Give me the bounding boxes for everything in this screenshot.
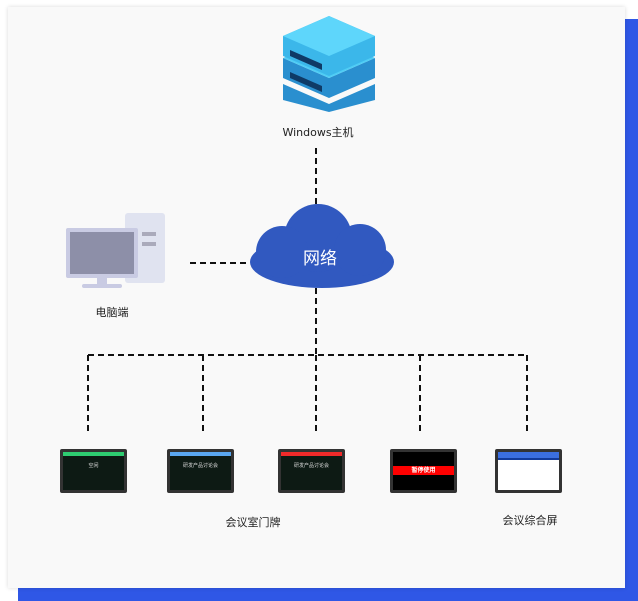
doorplate-device-3: 研发产品讨论会 <box>278 449 345 493</box>
dashboard-label: 会议综合屏 <box>502 514 558 527</box>
doorplate-device-4: 暂停使用 <box>390 449 457 493</box>
cloud-icon <box>250 204 394 288</box>
device-title: 暂停使用 <box>393 466 454 475</box>
pc-label: 电脑端 <box>95 306 129 319</box>
doorplates-label: 会议室门牌 <box>225 516 281 529</box>
desktop-computer-icon <box>66 213 165 288</box>
device-title: 研发产品讨论会 <box>182 463 218 469</box>
dashboard-device <box>495 449 562 493</box>
device-title: 空闲 <box>88 463 99 469</box>
device-title: 研发产品讨论会 <box>293 463 329 469</box>
server-icon <box>283 16 375 112</box>
server-label: Windows主机 <box>282 126 354 139</box>
doorplate-device-1: 空闲 <box>60 449 127 493</box>
doorplate-device-2: 研发产品讨论会 <box>167 449 234 493</box>
network-label: 网络 <box>303 249 337 269</box>
